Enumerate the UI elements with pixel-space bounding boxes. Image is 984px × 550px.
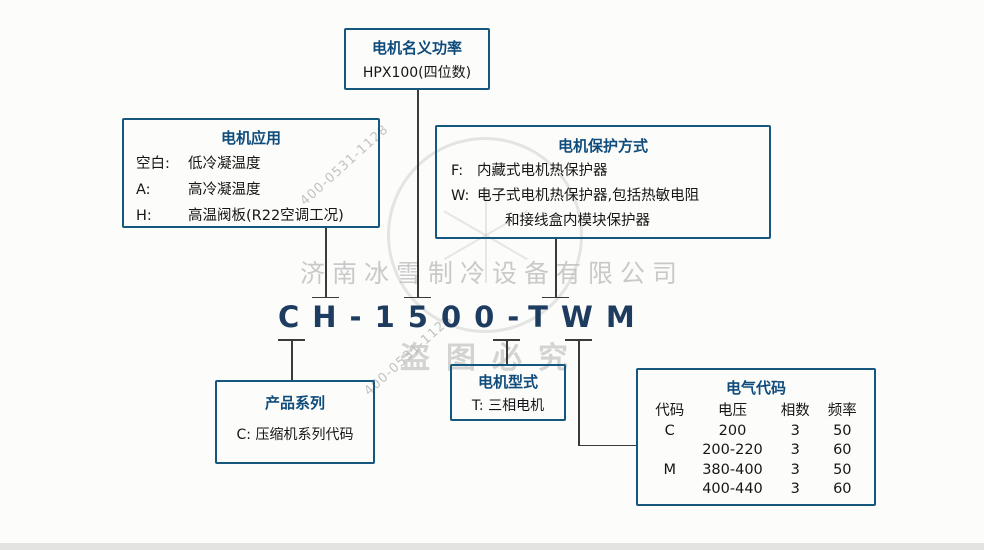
connector-series-vertical (291, 340, 293, 380)
protection-row-key: F: (451, 163, 464, 179)
application-row-key: H: (136, 208, 152, 224)
electrical-cell: 60 (833, 442, 852, 458)
electrical-table-header-row: 代码 电压 相数 频率 (646, 402, 866, 422)
electrical-cell: 50 (833, 422, 852, 439)
application-row: 空白: 低冷凝温度 (136, 151, 378, 177)
model-code: CH-1500-TWM (278, 300, 648, 334)
electrical-cell: 3 (790, 442, 800, 458)
protection-row-value: 和接线盒内模块保护器 (505, 213, 650, 229)
electrical-col-header: 代码 (655, 403, 685, 419)
protection-row-value: 内藏式电机热保护器 (477, 163, 608, 179)
protection-row-key (451, 209, 477, 234)
electrical-cell: 380-400 (702, 461, 763, 478)
bottom-edge-strip (0, 543, 984, 550)
application-box: 电机应用 空白: 低冷凝温度 A: 高冷凝温度 H: 高温阀板(R22空调工况) (122, 118, 380, 228)
protection-row-key: W: (451, 188, 470, 204)
electrical-cell: 200-220 (702, 442, 763, 458)
electrical-table-row: 200-220 3 60 (646, 441, 866, 461)
application-box-title: 电机应用 (220, 129, 281, 147)
connector-series-cap (278, 339, 305, 341)
protection-row: F: 内藏式电机热保护器 (451, 159, 769, 184)
connector-protection-vertical (555, 239, 557, 297)
connector-electrical-horizontal (578, 444, 637, 446)
power-box-body: HPX100(四位数) (362, 65, 472, 81)
motor-type-box-body: T: 三相电机 (471, 398, 545, 414)
application-row-value: 高温阀板(R22空调工况) (188, 208, 344, 224)
application-row-value: 低冷凝温度 (188, 156, 261, 172)
connector-application-cap (312, 296, 339, 298)
electrical-cell: 60 (833, 481, 852, 497)
protection-box-title: 电机保护方式 (557, 137, 648, 155)
series-box: 产品系列 C: 压缩机系列代码 (215, 380, 375, 464)
connector-electrical-vertical (578, 340, 580, 446)
electrical-cell: 200 (718, 422, 747, 439)
electrical-cell: 50 (833, 461, 852, 478)
watermark-company-name: 济南冰雪制冷设备有限公司 (299, 259, 684, 288)
electrical-cell (646, 480, 693, 500)
connector-power-cap (404, 296, 431, 298)
electrical-box-title: 电气代码 (725, 379, 786, 397)
electrical-col-header: 电压 (718, 403, 747, 419)
connector-protection-cap (542, 296, 569, 298)
application-row-key: 空白: (136, 156, 170, 172)
series-box-body: C: 压缩机系列代码 (236, 427, 354, 443)
protection-row: W: 电子式电机热保护器,包括热敏电阻 (451, 184, 769, 209)
application-row: H: 高温阀板(R22空调工况) (136, 203, 378, 229)
electrical-cell: C (664, 422, 675, 439)
electrical-cell: 3 (790, 461, 800, 478)
power-box-title: 电机名义功率 (371, 39, 462, 57)
connector-motor-cap (493, 339, 520, 341)
power-box: 电机名义功率 HPX100(四位数) (344, 28, 490, 90)
electrical-table-row: M 380-400 3 50 (646, 461, 866, 481)
application-row-value: 高冷凝温度 (188, 182, 261, 198)
connector-electrical-cap (565, 339, 592, 341)
series-box-title: 产品系列 (264, 394, 325, 412)
electrical-cell: M (663, 461, 676, 478)
electrical-cell: 3 (790, 481, 800, 497)
application-row-key: A: (136, 182, 151, 198)
electrical-code-table: 代码 电压 相数 频率 C 200 3 50 200-220 3 60 (646, 402, 866, 500)
electrical-cell (646, 441, 693, 461)
connector-application-vertical (325, 228, 327, 297)
protection-row: 和接线盒内模块保护器 (451, 209, 769, 234)
motor-type-box: 电机型式 T: 三相电机 (450, 364, 566, 421)
motor-type-box-title: 电机型式 (477, 373, 538, 391)
protection-box: 电机保护方式 F: 内藏式电机热保护器 W: 电子式电机热保护器,包括热敏电阻 … (435, 125, 771, 239)
electrical-col-header: 相数 (780, 403, 810, 419)
electrical-cell: 400-440 (702, 481, 763, 497)
application-row: A: 高冷凝温度 (136, 177, 378, 203)
protection-row-value: 电子式电机热保护器,包括热敏电阻 (477, 188, 700, 204)
electrical-box: 电气代码 代码 电压 相数 频率 C 200 3 50 (636, 368, 876, 506)
connector-motor-vertical (506, 340, 508, 365)
electrical-table-row: 400-440 3 60 (646, 480, 866, 500)
electrical-table-row: C 200 3 50 (646, 422, 866, 442)
electrical-col-header: 频率 (827, 403, 857, 419)
electrical-cell: 3 (790, 422, 800, 439)
connector-power-vertical (417, 90, 419, 298)
